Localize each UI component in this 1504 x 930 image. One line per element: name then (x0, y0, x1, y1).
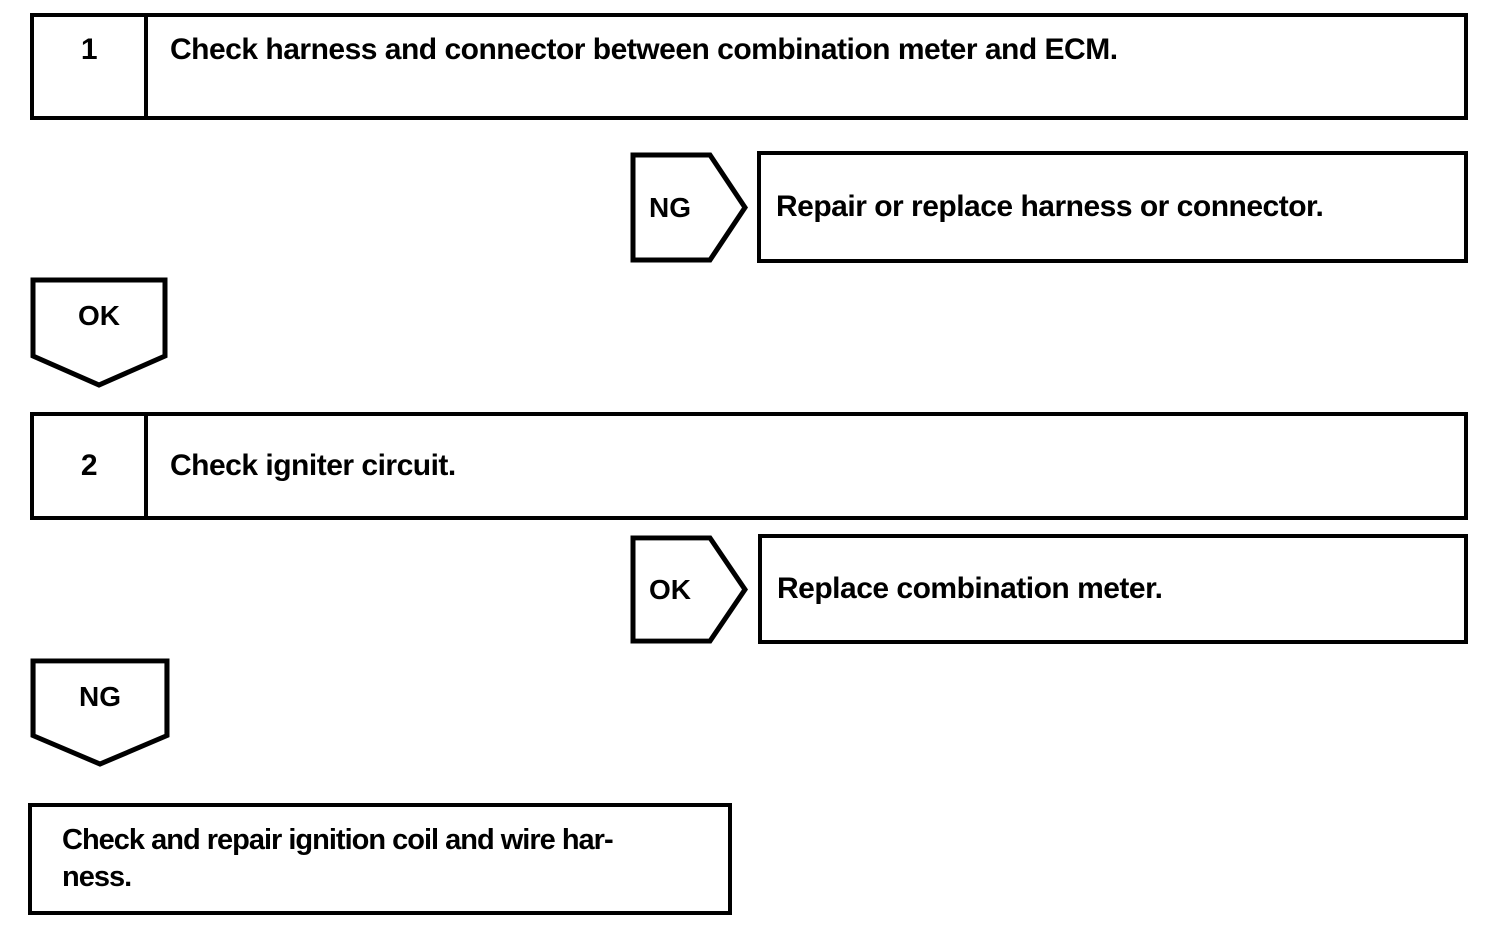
ok-branch-label: OK (649, 573, 691, 605)
repair-action-box: Repair or replace harness or connector. (757, 151, 1468, 263)
step1-number-cell: 1 (34, 17, 148, 116)
ok-branch-arrow: OK (630, 535, 748, 644)
step1-number: 1 (80, 33, 98, 66)
pentagon-down-icon (30, 277, 168, 388)
ok-down-label: OK (78, 300, 120, 331)
pentagon-down-icon (30, 658, 170, 767)
ng-branch-arrow: NG (630, 152, 748, 263)
step2-title: Check igniter circuit. (170, 449, 456, 482)
ok-down-arrow: OK (30, 277, 168, 388)
ng-down-arrow: NG (30, 658, 170, 767)
pentagon-right-icon (630, 152, 748, 263)
step1-box: 1 Check harness and connector between co… (30, 13, 1468, 120)
replace-action-box: Replace combination meter. (758, 534, 1468, 644)
replace-action-text: Replace combination meter. (777, 572, 1163, 605)
step2-number: 2 (80, 449, 98, 482)
step2-number-cell: 2 (34, 416, 148, 516)
step2-box: 2 Check igniter circuit. (30, 412, 1468, 520)
step1-title: Check harness and connector between comb… (170, 33, 1118, 66)
pentagon-right-icon (630, 535, 748, 644)
ng-down-label: NG (79, 681, 121, 712)
final-action-line1: Check and repair ignition coil and wire … (62, 824, 614, 856)
repair-action-text: Repair or replace harness or connector. (776, 190, 1324, 223)
final-action-line2: ness. (62, 861, 132, 893)
ng-branch-label: NG (649, 191, 691, 223)
final-action-box: Check and repair ignition coil and wire … (28, 803, 732, 915)
